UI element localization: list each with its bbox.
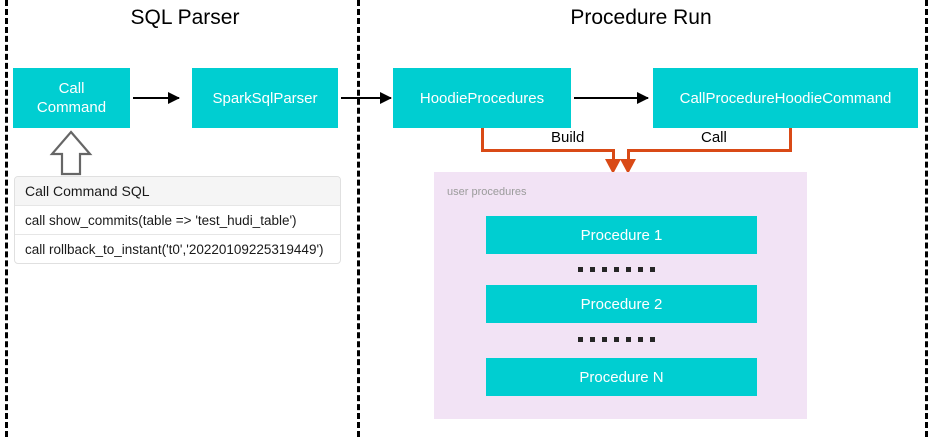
build-connector-horizontal	[481, 149, 615, 152]
section-title-sql-parser: SQL Parser	[130, 6, 240, 29]
procedure-item-n[interactable]: Procedure N	[486, 358, 757, 396]
arrow-call-command-to-parser	[133, 92, 180, 104]
call-connector-horizontal	[627, 149, 792, 152]
user-procedures-label: user procedures	[447, 186, 527, 198]
sql-table-row[interactable]: call show_commits(table => 'test_hudi_ta…	[15, 206, 340, 235]
procedure-item-2[interactable]: Procedure 2	[486, 285, 757, 323]
section-title-procedure-run: Procedure Run	[570, 6, 712, 29]
section-divider-right	[925, 0, 928, 437]
procedure-item-1[interactable]: Procedure 1	[486, 216, 757, 254]
node-call-command-line1: Call	[58, 80, 85, 97]
arrow-hoodie-procedures-to-call-command	[574, 92, 649, 104]
build-connector-drop	[612, 149, 615, 163]
call-connector-vertical	[789, 128, 792, 152]
procedure-separator-dots	[578, 267, 655, 272]
call-command-sql-table: Call Command SQL call show_commits(table…	[14, 176, 341, 264]
arrow-parser-to-hoodie-procedures	[341, 92, 392, 104]
build-connector-vertical	[481, 128, 484, 152]
connector-label-build: Build	[545, 129, 591, 147]
node-hoodie-procedures[interactable]: HoodieProcedures	[393, 68, 571, 128]
node-call-command-line2: Command	[36, 99, 107, 116]
sql-table-header: Call Command SQL	[15, 177, 340, 206]
procedure-separator-dots	[578, 337, 655, 342]
section-divider-left	[5, 0, 8, 437]
build-connector-arrowhead	[605, 159, 621, 174]
node-spark-sql-parser[interactable]: SparkSqlParser	[192, 68, 338, 128]
node-call-procedure-hoodie-command[interactable]: CallProcedureHoodieCommand	[653, 68, 918, 128]
call-connector-drop	[627, 149, 630, 163]
section-divider-middle	[357, 0, 360, 437]
call-connector-arrowhead	[620, 159, 636, 174]
node-call-command[interactable]: Call Command	[13, 68, 130, 128]
connector-label-call: Call	[695, 129, 733, 147]
sql-table-row[interactable]: call rollback_to_instant('t0','202201092…	[25, 242, 324, 257]
hollow-up-arrow-icon	[49, 130, 93, 176]
